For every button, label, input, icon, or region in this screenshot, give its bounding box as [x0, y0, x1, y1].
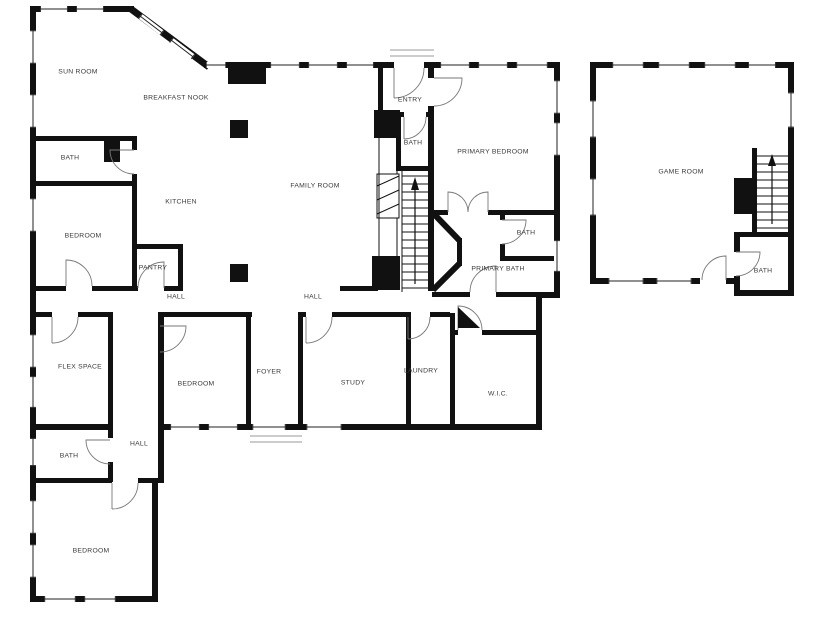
stairs-game-arrow [768, 154, 776, 166]
walls-main-house [30, 6, 560, 602]
column-block [230, 120, 248, 138]
room-label-entry: ENTRY [397, 96, 423, 104]
room-label-hall-3: HALL [129, 440, 149, 448]
room-label-bath-3: BATH [516, 229, 536, 237]
room-label-bath-5: BATH [753, 267, 773, 275]
stair-chase-block [372, 256, 400, 290]
room-label-hall-2: HALL [303, 293, 323, 301]
room-label-pantry: PANTRY [138, 264, 168, 272]
stairs-main [402, 175, 428, 289]
room-label-wic: W.I.C. [487, 390, 509, 398]
column-block [230, 264, 248, 282]
structural-blocks [104, 62, 756, 290]
bath-chase-block [104, 139, 120, 162]
room-label-sun-room: SUN ROOM [58, 68, 98, 76]
room-label-bath-4: BATH [59, 452, 79, 460]
porch-steps [250, 49, 434, 443]
room-label-laundry: LAUNDRY [403, 367, 439, 375]
room-label-bedroom-3: BEDROOM [72, 547, 110, 555]
game-chase-block [734, 178, 756, 214]
stairs-game [757, 155, 788, 229]
room-label-study: STUDY [340, 379, 366, 387]
door-leaf-filled [458, 307, 480, 328]
fireplace-block [228, 62, 266, 84]
room-label-bath-2: BATH [403, 139, 423, 147]
room-label-bedroom-2: BEDROOM [177, 380, 215, 388]
hatched-chase [376, 173, 400, 219]
room-label-game-room: GAME ROOM [658, 168, 704, 176]
room-label-kitchen: KITCHEN [165, 198, 197, 206]
room-label-flex-space: FLEX SPACE [58, 363, 102, 371]
stairs-main-arrow [411, 177, 419, 190]
door-swings [51, 67, 761, 510]
room-label-breakfast-nook: BREAKFAST NOOK [143, 94, 209, 102]
room-label-foyer: FOYER [256, 368, 282, 376]
walls-game-room [590, 62, 794, 296]
room-label-primary-bath: PRIMARY BATH [471, 265, 525, 273]
room-label-bath-1: BATH [60, 154, 80, 162]
room-label-primary-bedroom: PRIMARY BEDROOM [457, 148, 529, 156]
room-label-hall-1: HALL [166, 293, 186, 301]
entry-chase-block [374, 110, 400, 138]
room-label-bedroom-1: BEDROOM [64, 232, 102, 240]
room-label-family-room: FAMILY ROOM [290, 182, 340, 190]
